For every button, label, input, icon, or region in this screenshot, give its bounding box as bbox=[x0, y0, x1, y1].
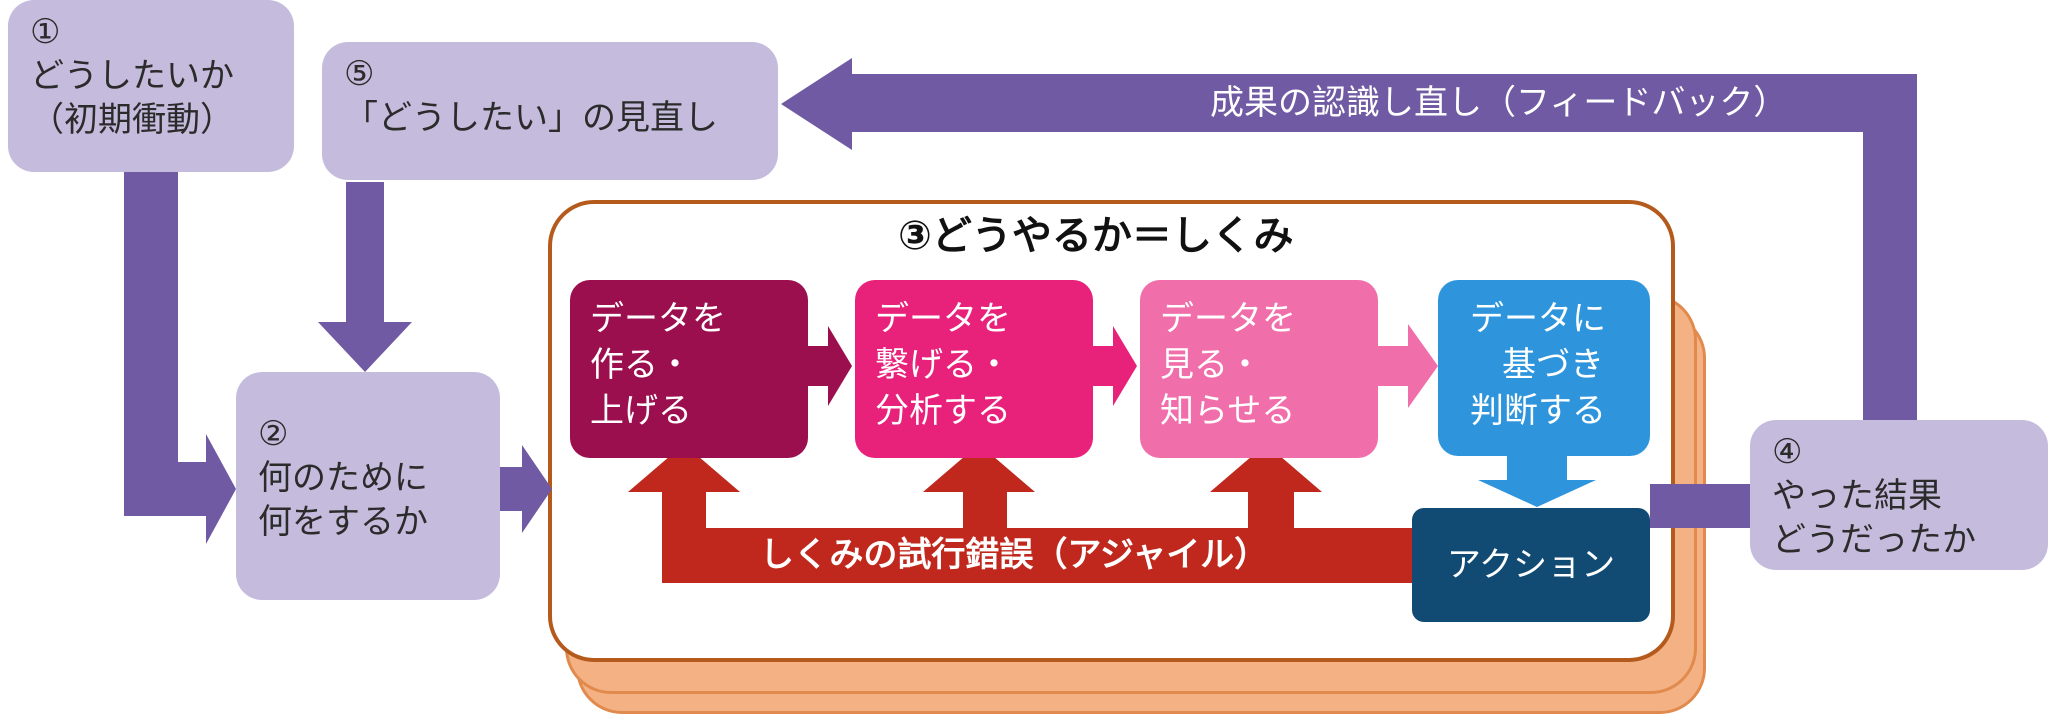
card1-line2: 作る・ bbox=[590, 345, 692, 385]
box5-number: ⑤ bbox=[344, 54, 375, 94]
box-initial-impulse: ① どうしたいか （初期衝動） bbox=[8, 0, 294, 172]
box4-line2: どうだったか bbox=[1772, 520, 1976, 560]
action-label: アクション bbox=[1446, 545, 1616, 585]
card1-line3: 上げる bbox=[590, 391, 692, 431]
box-review-intent: ⑤ 「どうしたい」の見直し bbox=[322, 42, 778, 180]
box1-line1: どうしたいか bbox=[30, 56, 234, 96]
action-box: アクション bbox=[1412, 508, 1650, 622]
card2-line1: データを bbox=[875, 299, 1011, 339]
card-view-data: データを 見る・ 知らせる bbox=[1140, 280, 1378, 458]
agile-label: しくみの試行錯誤（アジャイル） bbox=[760, 535, 1269, 575]
box1-to-box2-arrow bbox=[124, 172, 236, 544]
card2-to-card3-arrow bbox=[1093, 326, 1137, 406]
box2-line1: 何のために bbox=[258, 458, 428, 498]
box2-number: ② bbox=[258, 414, 289, 454]
box-result: ④ やった結果 どうだったか bbox=[1750, 420, 2048, 570]
card3-line1: データを bbox=[1160, 299, 1296, 339]
card3-line2: 見る・ bbox=[1160, 345, 1262, 385]
box2-to-system-arrow bbox=[500, 445, 552, 533]
box2-line2: 何をするか bbox=[258, 502, 428, 542]
feedback-arrow bbox=[781, 58, 1917, 420]
box-purpose: ② 何のために 何をするか bbox=[236, 372, 500, 600]
box1-number: ① bbox=[30, 12, 61, 52]
system-title: ③どうやるか＝しくみ bbox=[898, 213, 1294, 259]
card2-line2: 繋げる・ bbox=[875, 345, 1011, 385]
card1-line1: データを bbox=[590, 299, 726, 339]
card4-line2: 基づき bbox=[1502, 345, 1604, 385]
box4-line1: やった結果 bbox=[1772, 476, 1942, 516]
card4-line1: データに bbox=[1470, 299, 1606, 339]
card-connect-data: データを 繋げる・ 分析する bbox=[855, 280, 1093, 458]
card-create-data: データを 作る・ 上げる bbox=[570, 280, 808, 458]
box4-number: ④ bbox=[1772, 432, 1803, 472]
card3-line3: 知らせる bbox=[1160, 391, 1296, 431]
card4-line3: 判断する bbox=[1470, 391, 1606, 431]
card1-to-card2-arrow bbox=[808, 326, 852, 406]
agile-loop-arrow bbox=[628, 444, 1412, 583]
box5-line1: 「どうしたい」の見直し bbox=[344, 98, 718, 138]
box1-line2: （初期衝動） bbox=[30, 100, 234, 140]
box5-to-box2-arrow bbox=[318, 182, 412, 372]
feedback-label: 成果の認識し直し（フィードバック） bbox=[1210, 83, 1788, 123]
card3-to-card4-arrow bbox=[1378, 324, 1438, 408]
action-to-box4-connector bbox=[1650, 484, 1750, 528]
card2-line3: 分析する bbox=[875, 391, 1011, 431]
card-judge-data: データに 基づき 判断する bbox=[1438, 280, 1650, 456]
card4-to-action-arrow bbox=[1478, 456, 1596, 507]
